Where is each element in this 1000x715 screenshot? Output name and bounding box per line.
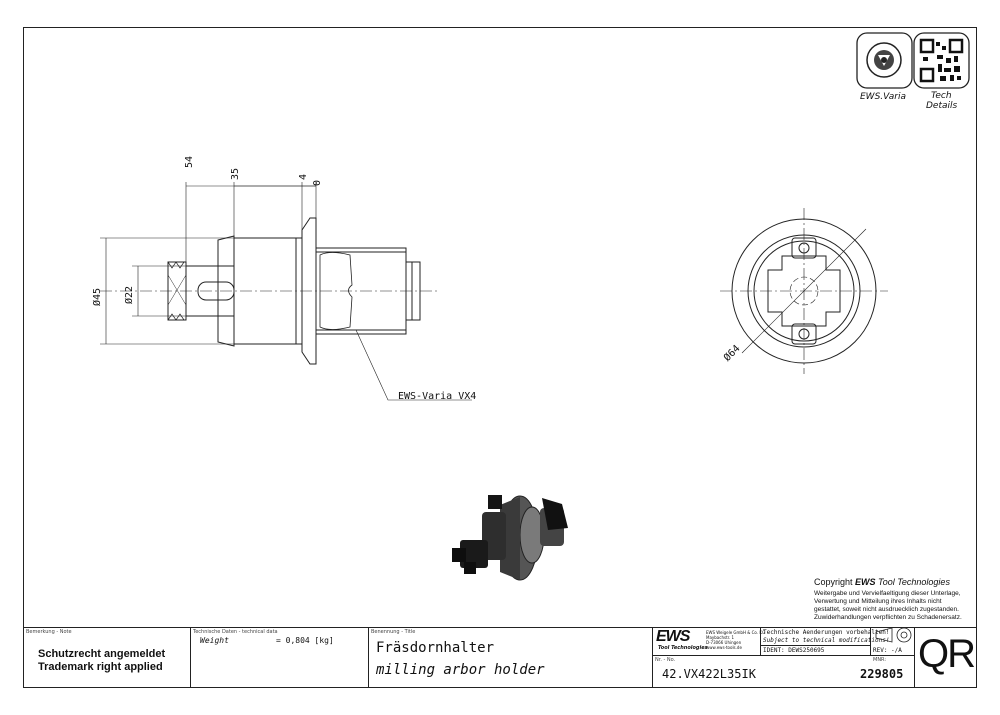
tb-divider: [760, 627, 761, 655]
mnr-header: MNR:: [873, 657, 887, 663]
ews-varia-icon: [856, 32, 913, 89]
dimension-dia45: Ø45: [92, 287, 103, 306]
copyright-text: Weitergabe und Vervielfaeltigung dieser …: [814, 590, 962, 621]
qr-code-icon: [913, 32, 970, 89]
tb-divider: [870, 627, 871, 655]
tech-data-header: Technische Daten - technical data: [193, 629, 278, 635]
company-address: EWS Weigele GmbH & Co. KG Maybachstr. 1 …: [706, 630, 766, 650]
ident-number: IDENT: DEWS250695: [763, 647, 825, 654]
callout-label: EWS-Varia VX4: [398, 391, 477, 402]
weight-label: Weight: [200, 636, 229, 645]
title-german: Fräsdornhalter: [376, 640, 495, 656]
part-number: 42.VX422L35IK: [662, 667, 756, 681]
dimension-0: 0: [312, 179, 323, 186]
tb-hline: [760, 645, 870, 646]
isometric-render: [452, 495, 568, 581]
tb-divider: [914, 627, 915, 688]
tb-divider: [652, 627, 653, 688]
dimension-35: 35: [230, 167, 241, 180]
drawing-sheet-border: [23, 27, 977, 688]
mnr-number: 229805: [860, 667, 904, 681]
revision: REV: -/A: [873, 647, 902, 654]
dimension-lines: [100, 182, 472, 401]
copyright-title: Copyright EWS Tool Technologies: [814, 577, 950, 587]
tech-details-label-1: Tech: [931, 91, 952, 101]
side-view: [167, 217, 421, 365]
number-header: Nr. - No.: [655, 657, 676, 663]
note-line-2: Trademark right applied: [38, 661, 163, 673]
ews-varia-label: EWS.Varia: [860, 92, 906, 102]
tech-details-label-2: Details: [926, 101, 958, 111]
ews-logo-sub: Tool Technologies: [658, 645, 708, 651]
dimension-dia22: Ø22: [124, 285, 135, 304]
front-view: [720, 208, 888, 374]
weight-value: = 0,804 [kg]: [276, 636, 334, 645]
changes-english: Subject to technical modifications!: [763, 637, 890, 644]
projection-symbol-icon: [875, 627, 912, 643]
title-block: [23, 627, 977, 689]
note-header: Bemerkung - Note: [26, 629, 72, 635]
title-english: milling arbor holder: [376, 662, 545, 678]
qr-label: QR: [918, 632, 976, 676]
changes-german: Technische Aenderungen vorbehalten!: [763, 629, 890, 636]
note-line-1: Schutzrecht angemeldet: [38, 648, 166, 660]
dimension-54: 54: [184, 155, 195, 168]
title-header: Benennung - Title: [371, 629, 416, 635]
tb-divider: [368, 627, 369, 688]
tb-hline: [652, 655, 914, 656]
dimension-4: 4: [298, 173, 309, 180]
ews-logo: EWS: [656, 628, 690, 645]
tb-divider: [190, 627, 191, 688]
